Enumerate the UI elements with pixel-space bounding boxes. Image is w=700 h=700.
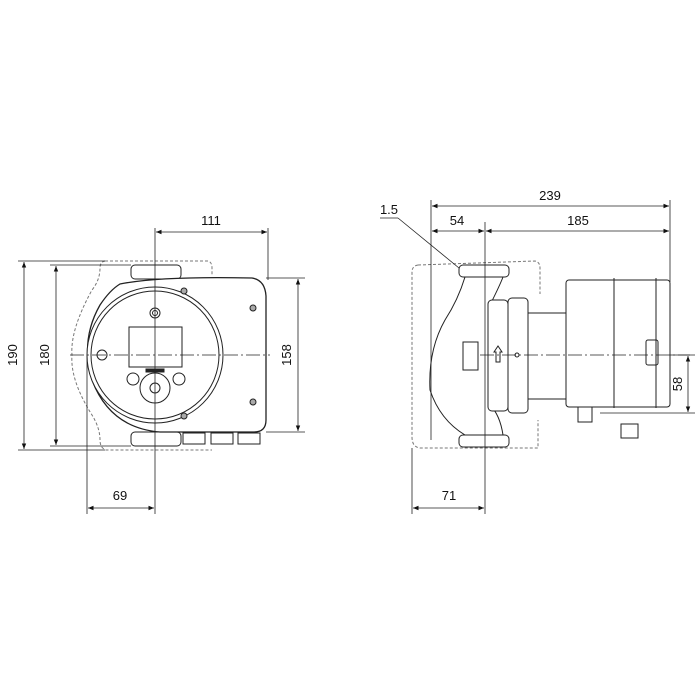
dim-185: 185 (567, 213, 589, 228)
dim-239: 239 (539, 188, 561, 203)
dim-69: 69 (113, 488, 127, 503)
dim-111: 111 (201, 213, 221, 228)
front-view (70, 228, 270, 514)
dim-58: 58 (670, 377, 685, 391)
dim-71: 71 (442, 488, 456, 503)
dim-190: 190 (5, 344, 20, 366)
dim-54: 54 (450, 213, 464, 228)
side-dimensions (380, 200, 695, 514)
side-view (411, 222, 690, 514)
front-dimensions (18, 228, 305, 511)
dim-1-5: 1.5 (380, 202, 398, 217)
dim-180: 180 (37, 344, 52, 366)
dim-158: 158 (279, 344, 294, 366)
